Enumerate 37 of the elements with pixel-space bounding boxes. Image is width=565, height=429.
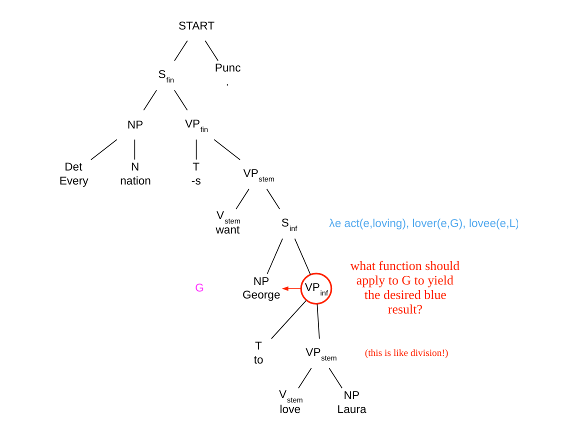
node-text: Det Every — [58, 162, 88, 188]
connector — [204, 40, 218, 62]
connector — [328, 368, 342, 389]
connector — [174, 40, 188, 62]
node-text: T to — [253, 340, 263, 366]
node-text: NP George — [242, 276, 280, 302]
node-text: NP — [126, 119, 143, 132]
connector — [213, 139, 240, 160]
node-text: VP$_{stem}$ — [305, 347, 336, 363]
node-text: VP$_{fin}$ — [184, 118, 208, 134]
connector — [134, 139, 135, 160]
node-text: Punc . — [214, 62, 240, 88]
node-text: S$_{inf}$ — [280, 217, 297, 233]
node-text: S$_{fin}$ — [158, 69, 174, 85]
connector — [142, 90, 156, 111]
arrow — [281, 286, 301, 291]
node-circle: VP$_{inf}$ — [300, 272, 332, 305]
connector — [316, 304, 320, 340]
connector — [195, 139, 196, 160]
node-text: T -s — [190, 162, 200, 188]
node-label: G — [194, 282, 204, 295]
node-text: VP$_{stem}$ — [242, 168, 274, 184]
node-text: N nation — [120, 162, 150, 188]
node-text: V$_{stem}$ love — [278, 389, 302, 416]
connector — [90, 139, 117, 160]
connector — [266, 188, 280, 210]
connector — [266, 238, 282, 274]
connector — [235, 188, 249, 210]
connector — [298, 368, 312, 389]
connector — [270, 300, 306, 340]
node-text: NP Laura — [336, 390, 366, 416]
node-text: START — [178, 20, 214, 32]
connector — [294, 238, 310, 275]
label: (this is like division!) — [364, 348, 448, 359]
node-text: V$_{stem}$ want — [215, 210, 240, 237]
label: what function should apply to G to yield the desired blue result? — [350, 258, 460, 317]
connector — [174, 90, 188, 111]
